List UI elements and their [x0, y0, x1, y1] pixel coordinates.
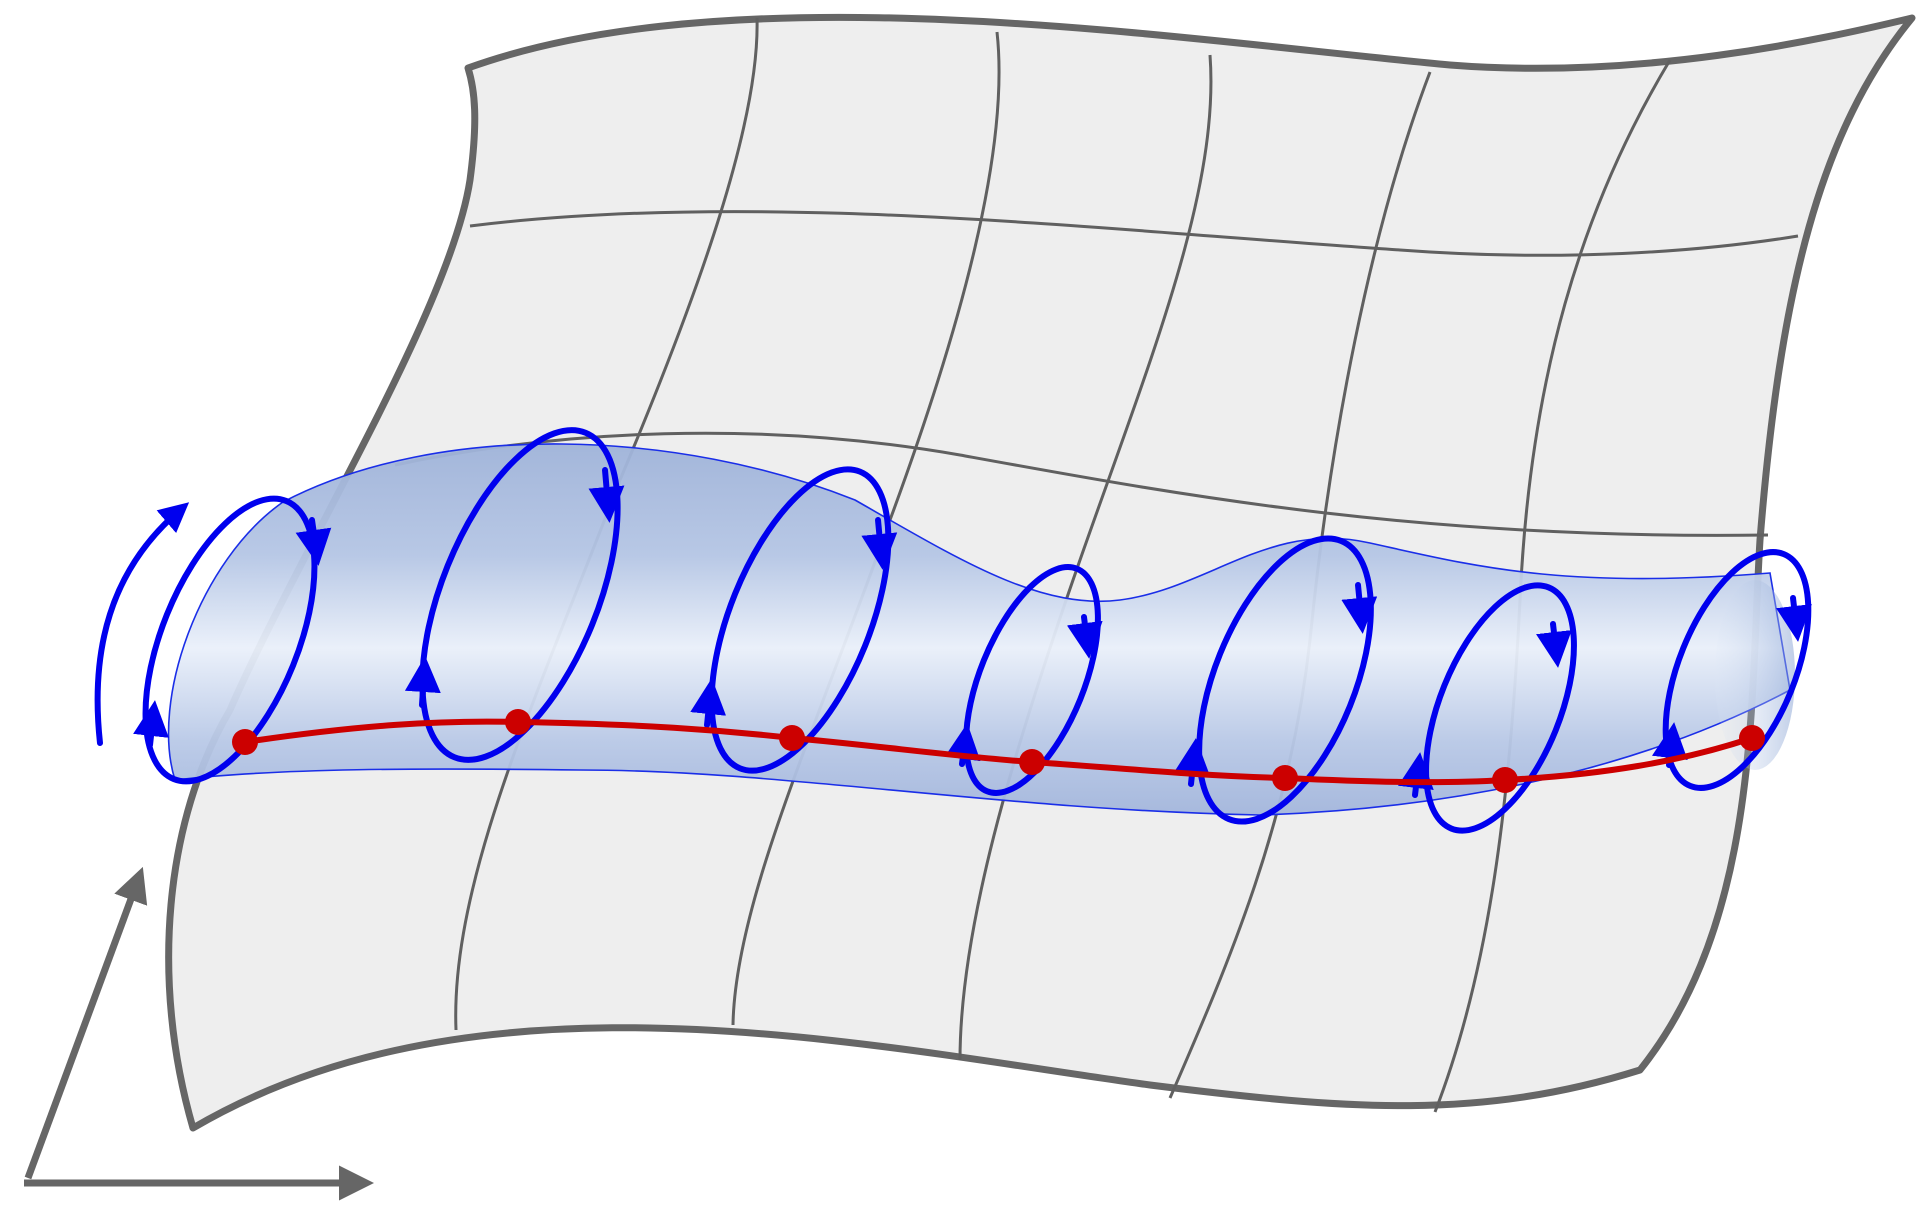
- loop-5: [1174, 535, 1378, 825]
- curve-point-3: [779, 725, 805, 751]
- oriented-loops: [133, 427, 1812, 834]
- curve-point-2: [505, 709, 531, 735]
- curve-point-1: [232, 729, 258, 755]
- red-curve-with-points: [232, 709, 1765, 793]
- curve-point-7: [1739, 725, 1765, 751]
- curve-point-6: [1492, 767, 1518, 793]
- loop-5-arrow-down: [1341, 582, 1378, 634]
- loop-2-arrow-up: [404, 656, 441, 708]
- loop-3-arrow-down: [861, 517, 898, 570]
- curved-rotation-arrow: [94, 502, 190, 746]
- loop-3: [690, 466, 898, 774]
- loop-2-ellipse: [419, 427, 621, 763]
- loop-4-arrow-down: [1066, 614, 1103, 659]
- grid-line-vertical-3: [958, 54, 1213, 1061]
- loop-6-arrow-down: [1536, 621, 1572, 668]
- loop-4-arrow-up: [944, 723, 981, 767]
- curve-point-4: [1019, 749, 1045, 775]
- two-axis-arrows: [24, 866, 374, 1201]
- loop-1-arrow-up: [133, 700, 169, 748]
- grid-line-horizontal-1: [469, 210, 1799, 257]
- loop-4: [944, 564, 1103, 796]
- loop-6-ellipse: [1423, 582, 1577, 834]
- loop-3-ellipse: [708, 466, 892, 774]
- curve-point-5: [1272, 765, 1298, 791]
- loop-7-arrow-down: [1776, 595, 1812, 642]
- loop-5-ellipse: [1196, 535, 1374, 825]
- loop-1-arrow-down: [295, 517, 332, 566]
- grid-line-horizontal-2: [394, 431, 1769, 537]
- loop-7-ellipse: [1662, 549, 1812, 791]
- loop-1-ellipse: [142, 495, 318, 785]
- loop-2: [404, 427, 625, 763]
- loop-3-arrow-up: [690, 678, 727, 728]
- loop-4-ellipse: [963, 564, 1101, 796]
- loop-1: [133, 495, 332, 785]
- loop-5-arrow-up: [1174, 738, 1210, 787]
- loop-2-arrow-down: [588, 467, 625, 523]
- axis-diagonal-arrow: [24, 866, 148, 1180]
